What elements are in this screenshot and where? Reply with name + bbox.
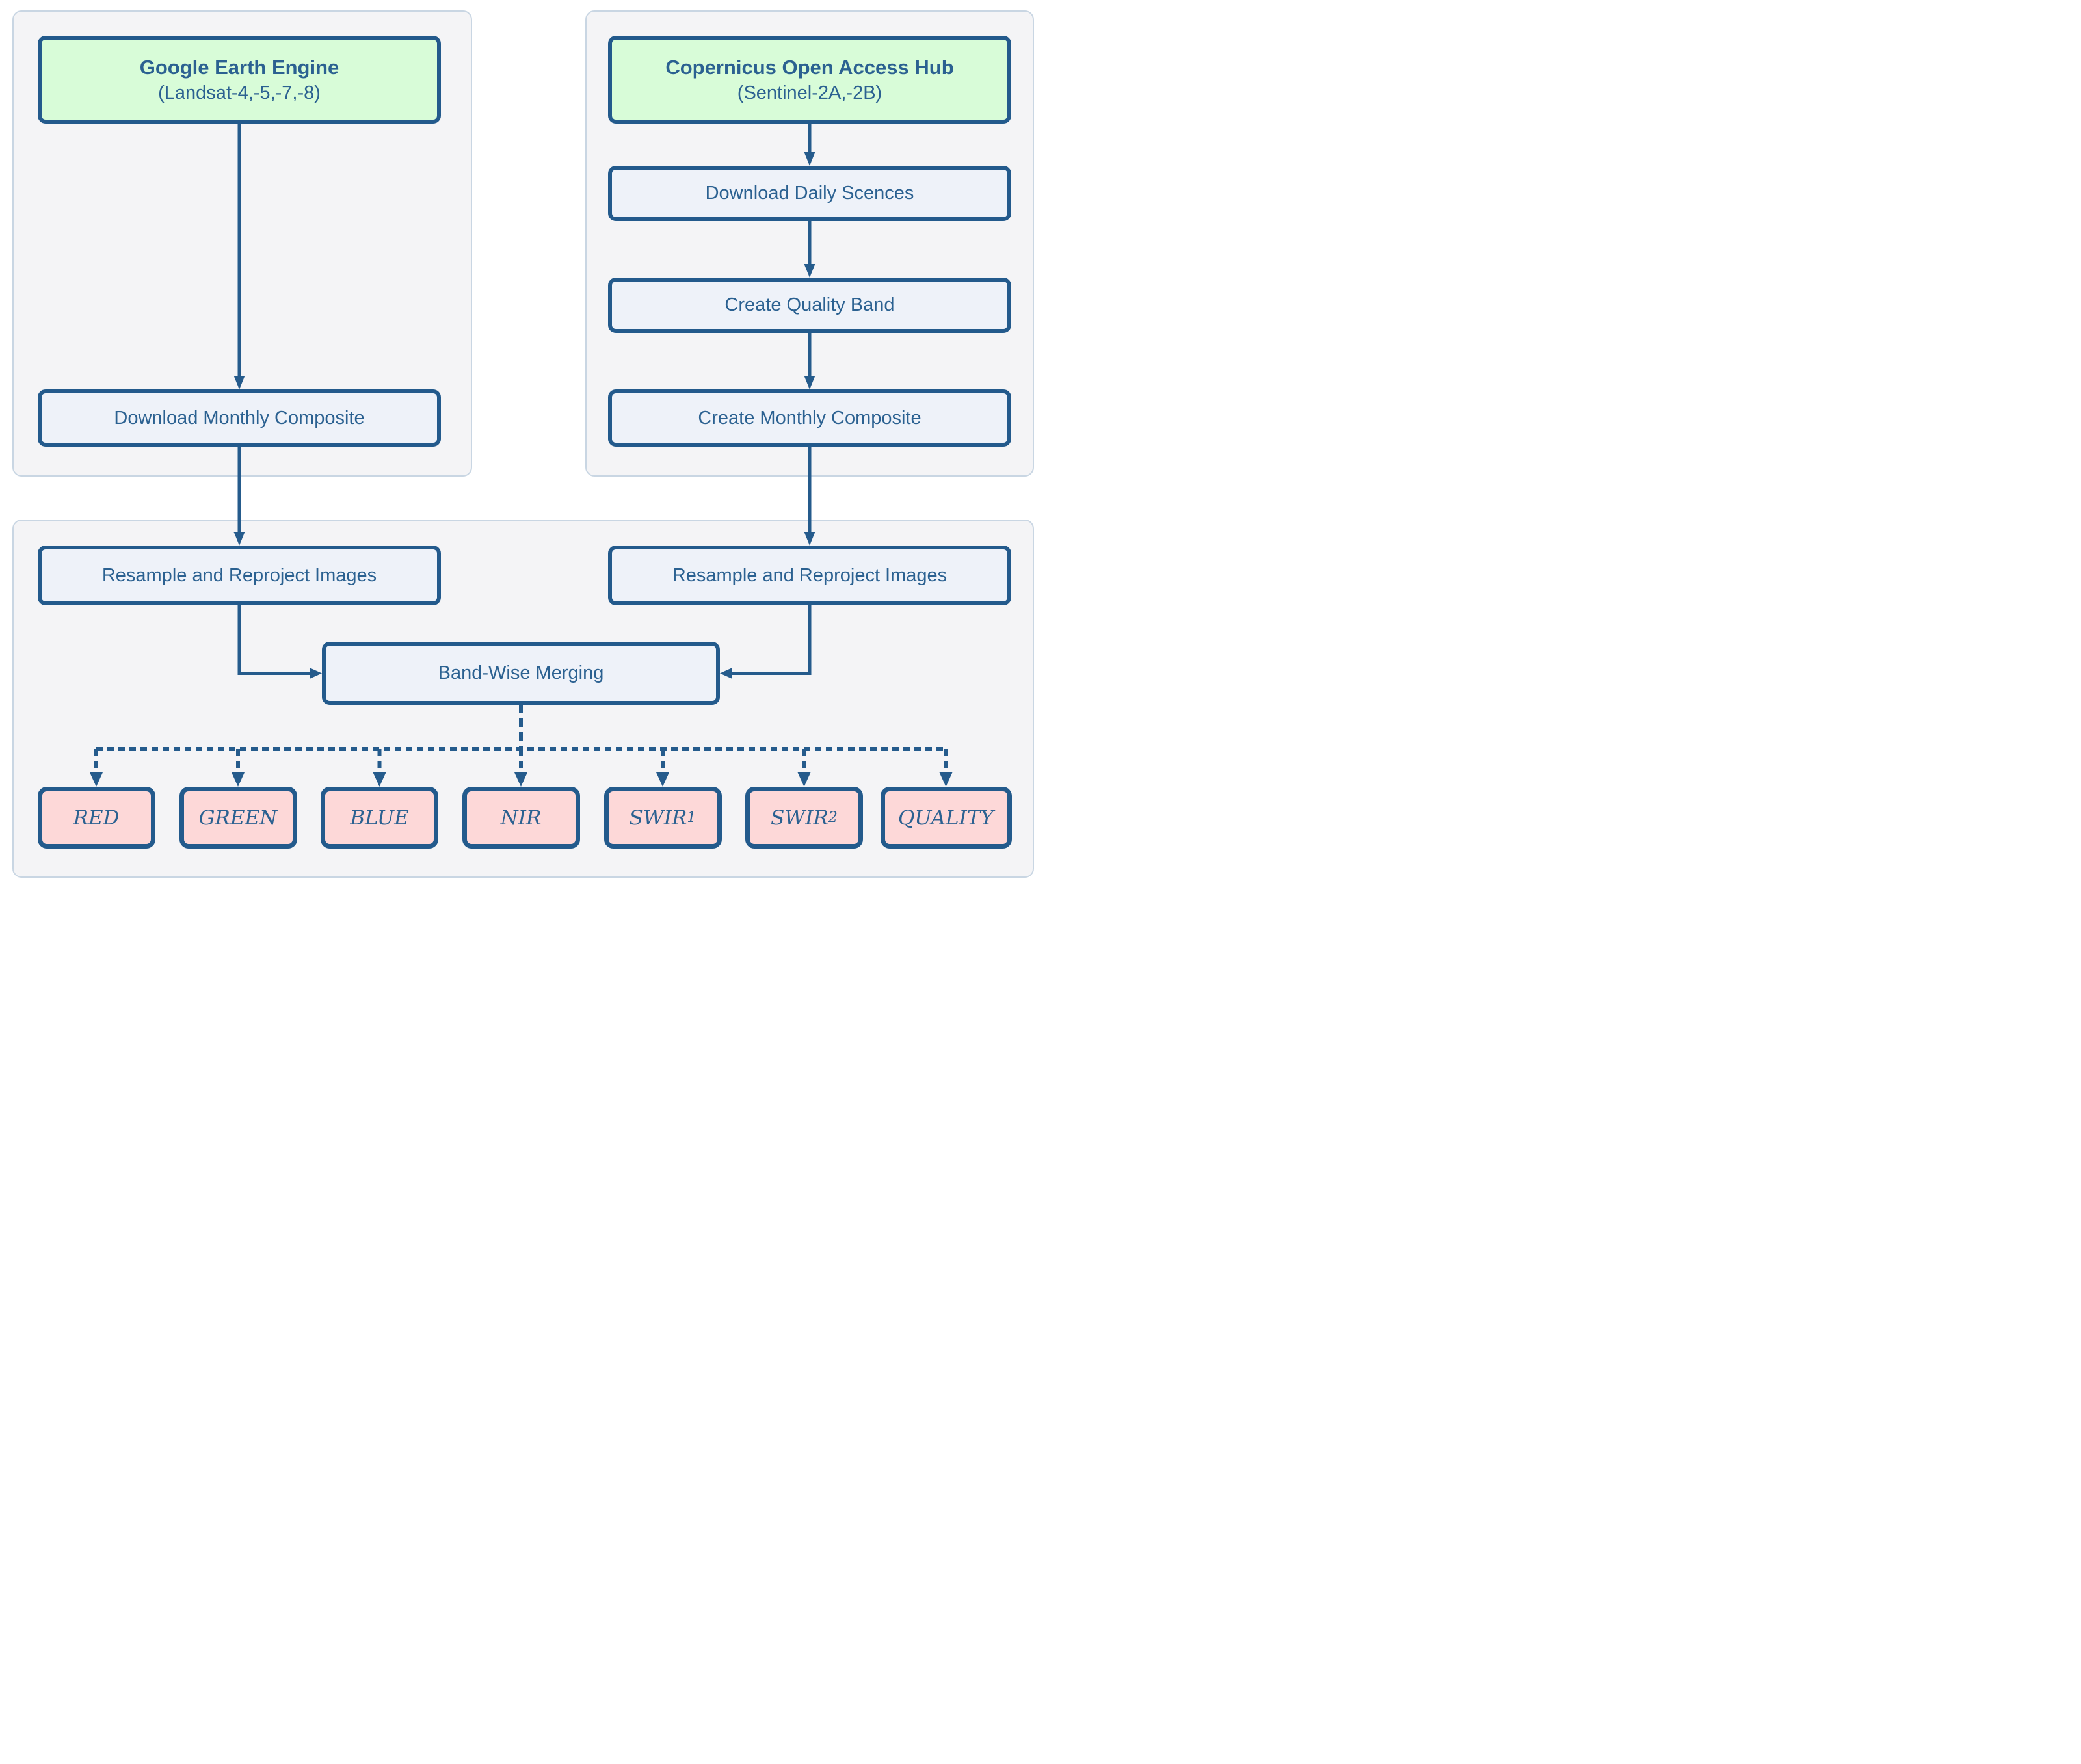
band-node-quality: QUALITY	[880, 787, 1012, 849]
band-node-blue: BLUE	[321, 787, 438, 849]
step-node-download-monthly-composite: Download Monthly Composite	[38, 389, 441, 447]
band-node-red: RED	[37, 787, 155, 849]
step-node-band-wise-merging: Band-Wise Merging	[322, 642, 720, 705]
band-label: RED	[73, 806, 120, 830]
band-subscript: 2	[828, 810, 838, 826]
source-node-copernicus-hub: Copernicus Open Access Hub (Sentinel-2A,…	[608, 36, 1011, 124]
step-node-resample-reproject-left: Resample and Reproject Images	[38, 546, 441, 605]
step-node-create-quality-band: Create Quality Band	[608, 278, 1011, 333]
step-node-resample-reproject-right: Resample and Reproject Images	[608, 546, 1011, 605]
band-subscript: 1	[687, 810, 696, 826]
step-label: Resample and Reproject Images	[672, 564, 948, 586]
source-subtitle: (Landsat-4,-5,-7,-8)	[158, 82, 321, 103]
step-label: Resample and Reproject Images	[101, 564, 377, 586]
step-label: Download Daily Scences	[705, 183, 914, 204]
step-node-create-monthly-composite: Create Monthly Composite	[608, 389, 1011, 447]
step-label: Band-Wise Merging	[438, 663, 604, 683]
step-label: Download Monthly Composite	[114, 407, 365, 428]
band-node-green: GREEN	[179, 787, 297, 849]
step-node-download-daily-scenes: Download Daily Scences	[608, 166, 1011, 221]
band-label: SWIR	[771, 806, 828, 830]
band-label: GREEN	[198, 806, 278, 830]
band-label: SWIR	[629, 806, 687, 830]
step-label: Create Quality Band	[724, 295, 895, 315]
source-title: Google Earth Engine	[139, 55, 339, 79]
flowchart-canvas: Google Earth Engine (Landsat-4,-5,-7,-8)…	[0, 0, 1040, 882]
band-label: QUALITY	[898, 806, 994, 830]
band-label: NIR	[500, 806, 542, 830]
source-title: Copernicus Open Access Hub	[665, 55, 954, 79]
band-label: BLUE	[350, 806, 409, 830]
step-label: Create Monthly Composite	[698, 407, 921, 428]
source-node-google-earth-engine: Google Earth Engine (Landsat-4,-5,-7,-8)	[38, 36, 441, 124]
band-node-nir: NIR	[462, 787, 580, 849]
source-subtitle: (Sentinel-2A,-2B)	[737, 82, 882, 103]
